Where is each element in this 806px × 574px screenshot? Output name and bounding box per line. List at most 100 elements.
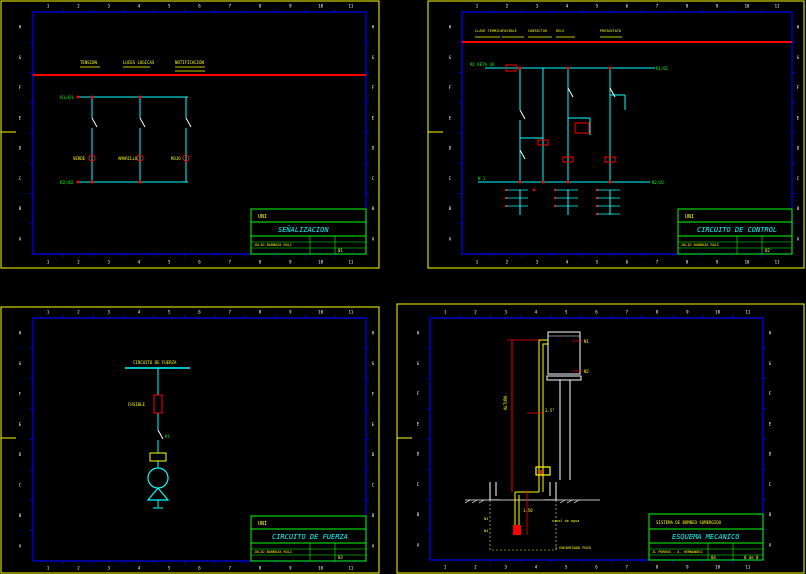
switch-label: K1 — [165, 434, 170, 439]
block-author: JULIO BARBOZA ROLI — [254, 243, 292, 247]
ruler-column-label: 9 — [289, 260, 292, 265]
ruler-column-label: 2 — [506, 260, 509, 265]
ruler-column-label: 6 — [626, 4, 629, 9]
ruler-column-label: 8 — [259, 260, 262, 265]
ruler-row-label: C — [417, 482, 420, 487]
ruler-column-label: 9 — [716, 260, 719, 265]
ruler-column-label: 10 — [318, 566, 323, 571]
ruler-column-label: 11 — [775, 260, 780, 265]
height-label: ALTURA — [503, 395, 508, 410]
ruler-row-label: E — [417, 421, 420, 426]
sheet-border — [0, 306, 380, 574]
ruler-column-label: 8 — [259, 4, 262, 9]
ruler-column-label: 3 — [107, 310, 110, 315]
lamp-label-amarillo: AMARILLO — [118, 156, 138, 161]
ruler-column-label: 5 — [168, 260, 171, 265]
motor-icon — [146, 467, 170, 501]
ruler-column-label: 7 — [626, 310, 629, 315]
ruler-column-label: 11 — [348, 310, 353, 315]
ruler-column-label: 9 — [289, 310, 292, 315]
tank-label-2: N2 — [584, 369, 589, 374]
ruler-row-label: E — [372, 422, 375, 427]
pipe-label: 1.5" — [545, 408, 555, 413]
title-block: UNI CIRCUITO DE CONTROL JULIO BARBOZA RO… — [677, 208, 793, 255]
ruler-column-label: 8 — [656, 565, 659, 570]
block-code: 02 — [765, 248, 770, 253]
bottom-left-label: N 1 — [478, 176, 486, 181]
ruler-column-label: 3 — [107, 4, 110, 9]
title-block: SISTEMA DE BOMBEO SUMERGIDO ESQUEMA MECA… — [648, 513, 764, 561]
switch-icon — [157, 429, 164, 440]
ruler-column-label: 9 — [289, 4, 292, 9]
ruler-row-label: H — [417, 331, 420, 336]
ruler-column-label: 4 — [138, 566, 141, 571]
ruler-column-label: 7 — [229, 566, 232, 571]
ruler-row-label: D — [372, 146, 375, 151]
top-right-label: R1/02 — [656, 66, 669, 71]
ruler-column-label: 5 — [168, 4, 171, 9]
ruler-column-label: 11 — [745, 565, 750, 570]
ruler-row-label: G — [449, 55, 452, 60]
header-label-5: PRESOSTATO — [600, 29, 621, 33]
ruler-row-label: G — [19, 55, 22, 60]
ruler-column-label: 8 — [259, 310, 262, 315]
header-label-3: NOTIFICACION — [175, 60, 204, 65]
lamp-amarillo-icon — [136, 154, 144, 162]
ruler-row-label: H — [449, 25, 452, 30]
ruler-column-label: 5 — [565, 310, 568, 315]
title-block: UNI SEÑALIZACION JULIO BARBOZA ROLI 01 — [250, 208, 367, 255]
ruler-row-label: G — [769, 361, 772, 366]
depth-label-2: N4 — [484, 529, 488, 533]
ruler-row-label: G — [372, 361, 375, 366]
ruler-row-label: H — [19, 331, 22, 336]
ruler-row-label: E — [372, 115, 375, 120]
sheet-title: SEÑALIZACION — [278, 225, 329, 234]
block-scale: 0 de 0 — [744, 555, 759, 560]
ruler-row-label: A — [19, 236, 22, 241]
ruler-column-label: 5 — [596, 4, 599, 9]
ruler-column-label: 2 — [474, 310, 477, 315]
coil-icon — [537, 139, 549, 146]
ruler-column-label: 2 — [77, 260, 80, 265]
ruler-row-label: C — [449, 176, 452, 181]
ruler-column-label: 11 — [745, 310, 750, 315]
ruler-row-label: D — [19, 452, 22, 457]
ruler-row-label: D — [19, 146, 22, 151]
ruler-column-label: 10 — [715, 310, 720, 315]
header-label-2: FUSIBLE — [502, 29, 517, 33]
ruler-row-label: B — [797, 206, 800, 211]
well-note: nivel de agua — [552, 519, 579, 523]
ruler-row-label: E — [19, 422, 22, 427]
ruler-column-label: 2 — [77, 566, 80, 571]
ruler-column-label: 11 — [348, 566, 353, 571]
ruler-row-label: H — [769, 331, 772, 336]
title-block: UNI CIRCUITO DE FUERZA JULIO BARBOZA ROL… — [250, 515, 367, 562]
ruler-column-label: 4 — [566, 260, 569, 265]
block-author: JULIO BARBOZA ROLI — [681, 243, 719, 247]
ruler-row-label: B — [372, 513, 375, 518]
ruler-column-label: 2 — [77, 4, 80, 9]
block-logo: UNI — [258, 214, 267, 220]
ruler-row-label: A — [372, 236, 375, 241]
ruler-column-label: 6 — [198, 260, 201, 265]
ruler-column-label: 7 — [229, 260, 232, 265]
ruler-column-label: 1 — [47, 260, 50, 265]
block-header: SISTEMA DE BOMBEO SUMERGIDO — [656, 520, 722, 525]
ruler-column-label: 11 — [775, 4, 780, 9]
sheet-title: CIRCUITO DE CONTROL — [697, 226, 777, 234]
ruler-column-label: 4 — [138, 260, 141, 265]
ruler-column-label: 1 — [47, 4, 50, 9]
ruler-row-label: G — [372, 55, 375, 60]
sheet-border — [0, 0, 380, 269]
ruler-row-label: F — [19, 391, 22, 396]
ruler-column-label: 6 — [626, 260, 629, 265]
ruler-column-label: 5 — [596, 260, 599, 265]
ruler-column-label: 10 — [745, 4, 750, 9]
ruler-column-label: 6 — [198, 310, 201, 315]
ruler-column-label: 1 — [444, 565, 447, 570]
